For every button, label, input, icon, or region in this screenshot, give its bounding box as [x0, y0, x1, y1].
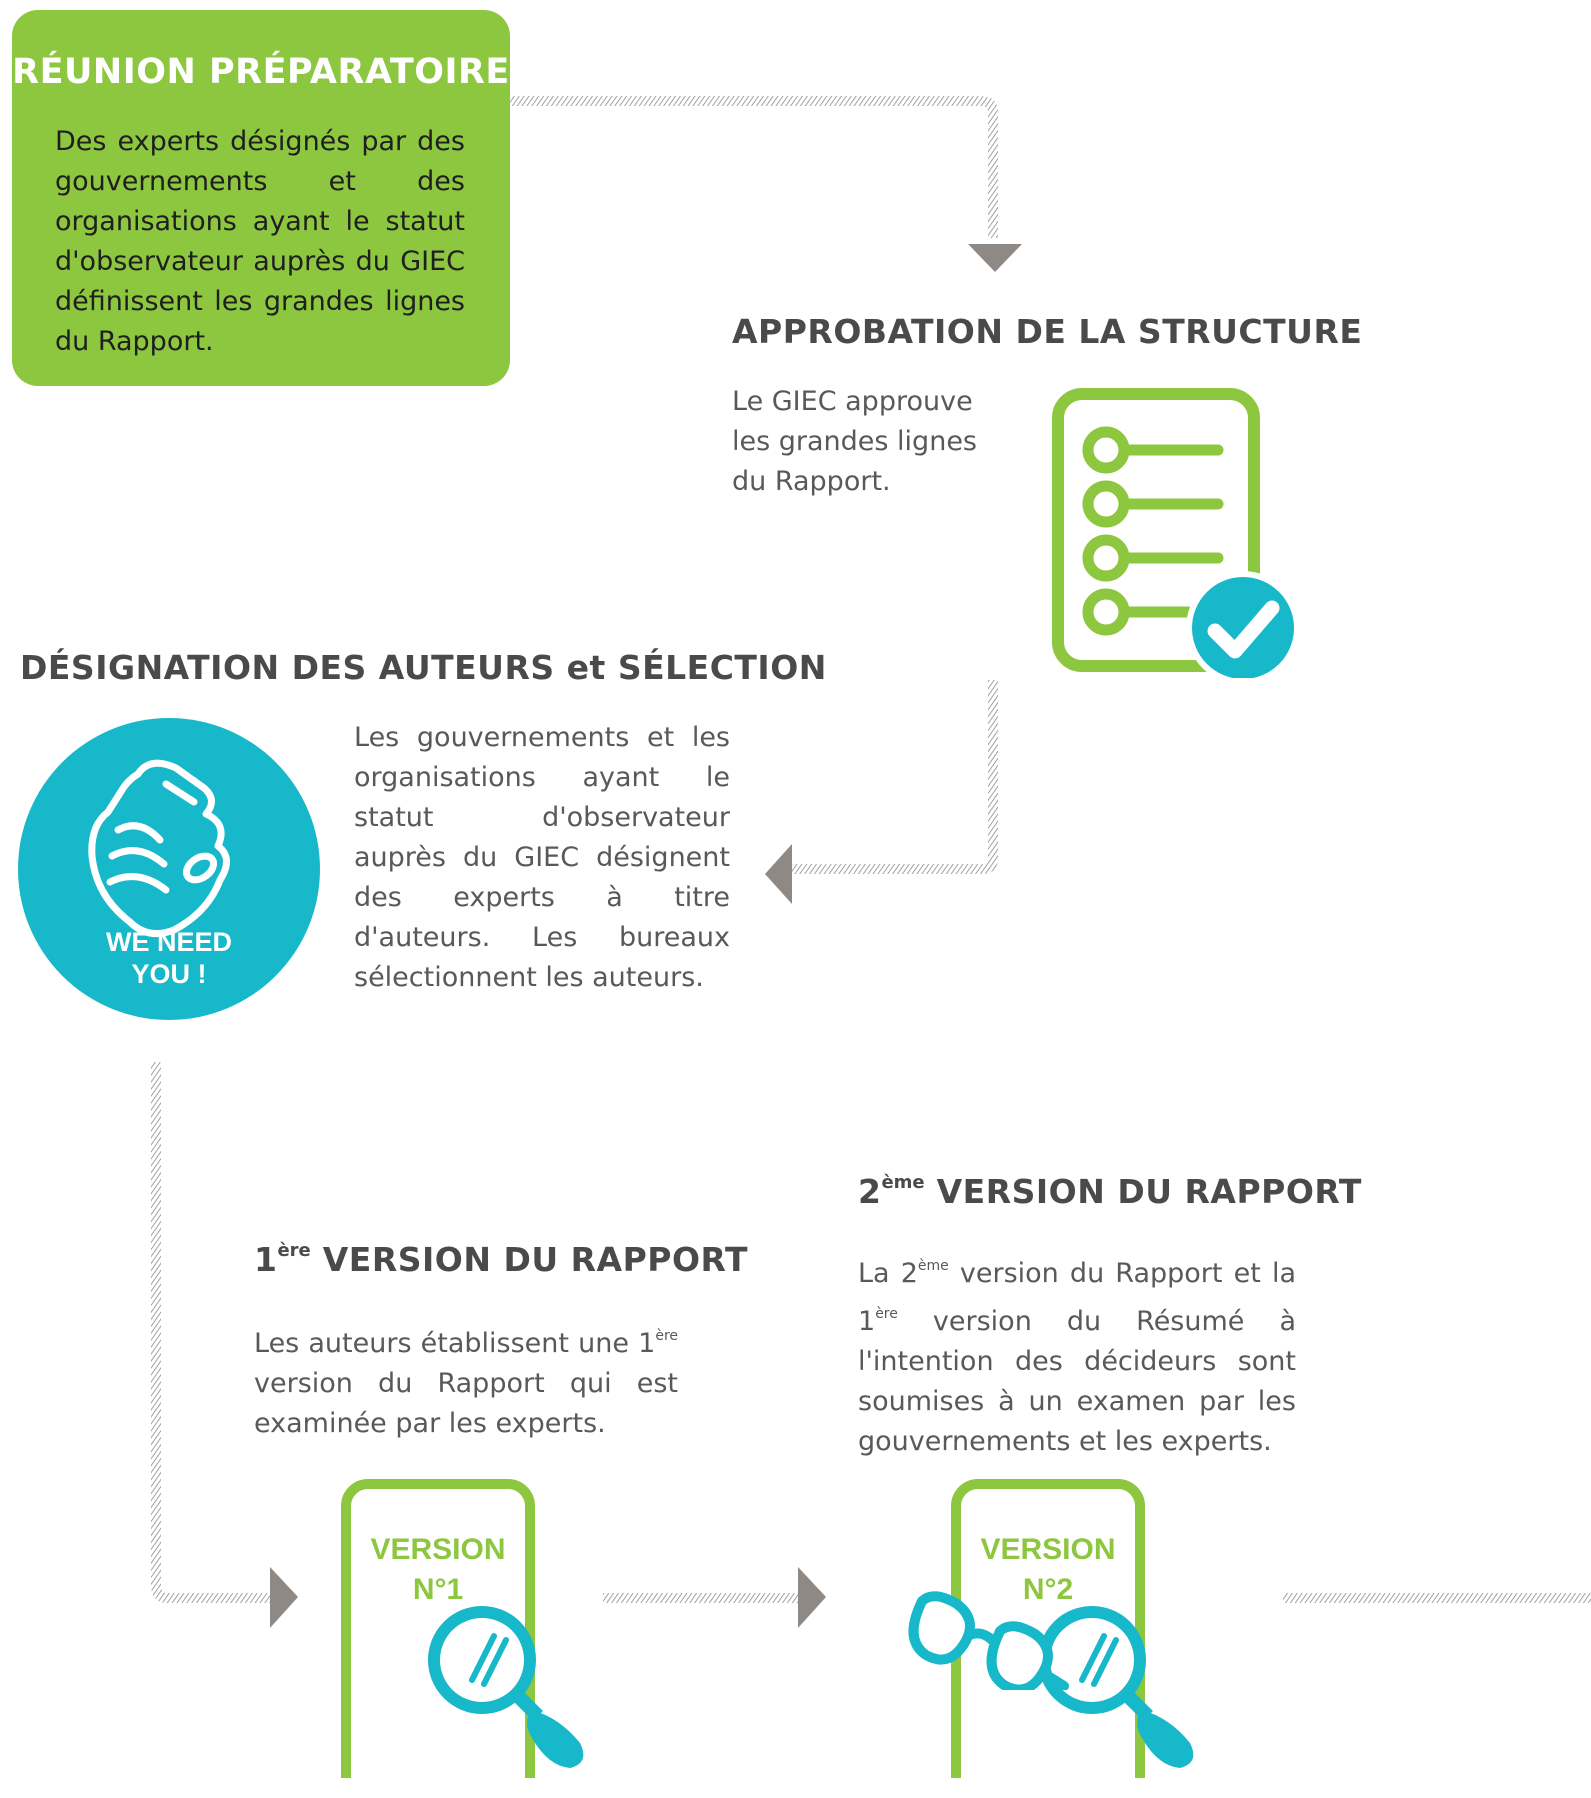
checklist-document-icon — [1052, 388, 1300, 678]
version-1-document: VERSION N°1 — [340, 1478, 584, 1798]
badge-line1: WE NEED — [105, 927, 232, 957]
step-designation-text: Les gouvernements et les organisations a… — [354, 722, 730, 993]
arrow-left-icon — [765, 844, 792, 904]
step-second-version-text: La 2ème version du Rapport et la 1ère ve… — [858, 1258, 1296, 1457]
step-approval-text: Le GIEC approuve les grandes lignes du R… — [732, 386, 977, 497]
glasses-icon — [908, 1591, 1069, 1690]
connector-v1-to-v2 — [603, 1567, 826, 1628]
magnifier-icon — [428, 1606, 584, 1768]
step-preparatory-box: RÉUNION PRÉPARATOIRE Des experts désigné… — [12, 10, 510, 386]
arrow-right-icon — [270, 1567, 298, 1628]
step-second-version-title: 2ème VERSION DU RAPPORT — [858, 1172, 1362, 1211]
version-1-label-line2: N°1 — [412, 1573, 464, 1606]
connector-v2-to-next — [1283, 1593, 1591, 1603]
we-need-you-badge: WE NEED YOU ! — [18, 718, 320, 1020]
step-preparatory-text: Des experts désignés par des gouvernemen… — [55, 126, 465, 357]
connector-approval-to-designation — [765, 680, 998, 904]
step-first-version-title: 1ère VERSION DU RAPPORT — [254, 1240, 748, 1279]
check-mark-icon — [1186, 571, 1300, 678]
version-2-label-line1: VERSION — [980, 1533, 1116, 1566]
version-1-label-line1: VERSION — [370, 1533, 506, 1566]
version-2-label-line2: N°2 — [1022, 1573, 1074, 1606]
step-first-version-text: Les auteurs établissent une 1ère version… — [254, 1328, 679, 1439]
connector-prep-to-approval — [510, 96, 1022, 272]
arrow-down-icon — [968, 244, 1022, 272]
arrow-right-icon — [798, 1567, 826, 1628]
step-preparatory-title: RÉUNION PRÉPARATOIRE — [12, 52, 510, 92]
connector-designation-to-v1 — [151, 1062, 298, 1628]
pointing-hand-icon — [88, 759, 230, 938]
step-approval-title: APPROBATION DE LA STRUCTURE — [732, 312, 1363, 351]
step-designation-title: DÉSIGNATION DES AUTEURS et SÉLECTION — [20, 648, 827, 687]
badge-line2: YOU ! — [131, 959, 207, 989]
